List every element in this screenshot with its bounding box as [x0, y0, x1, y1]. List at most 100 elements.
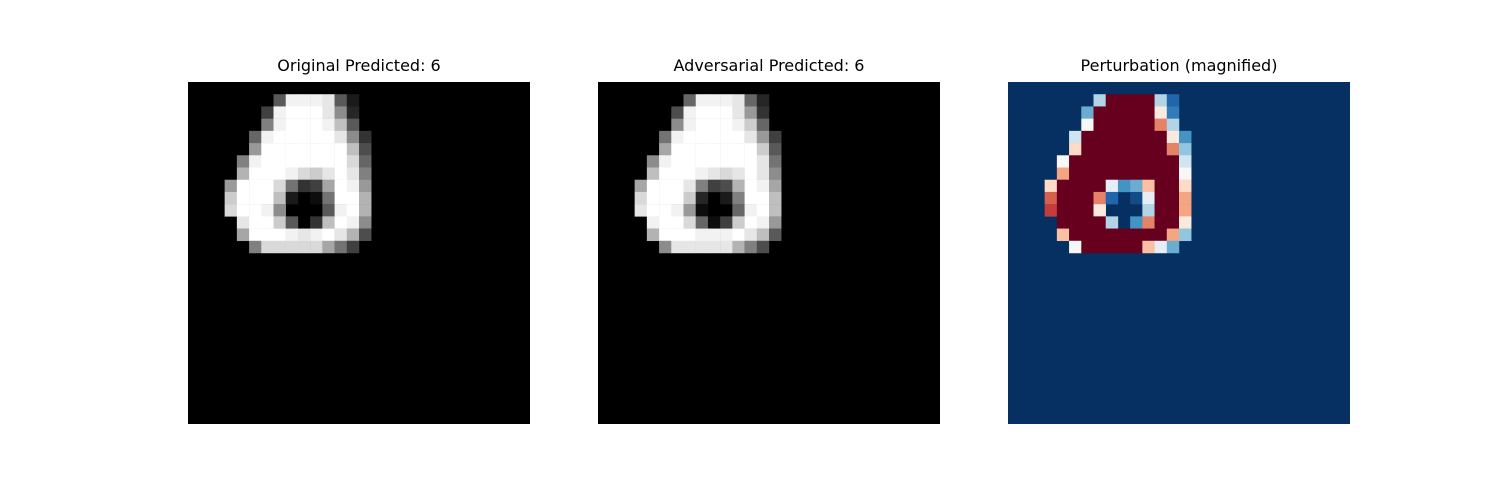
- pixel-cell: [346, 94, 360, 107]
- pixel-cell: [346, 240, 360, 254]
- pixel-cell: [346, 191, 360, 205]
- pixel-cell: [732, 191, 745, 205]
- pixel-cell: [346, 204, 360, 217]
- pixel-cell: [1154, 191, 1168, 205]
- pixel-cell: [297, 240, 311, 254]
- pixel-cell: [1166, 228, 1180, 242]
- pixel-cell: [1179, 155, 1192, 168]
- pixel-cell: [720, 106, 733, 119]
- pixel-cell: [334, 216, 348, 229]
- pixel-cell: [671, 179, 684, 193]
- pixel-cell: [1056, 228, 1070, 242]
- pixel-cell: [756, 204, 770, 217]
- pixel-cell: [285, 118, 299, 132]
- pixel-cell: [744, 155, 758, 168]
- pixel-cell: [1069, 179, 1082, 193]
- pixel-cell: [769, 204, 782, 217]
- pixel-cell: [732, 118, 745, 132]
- pixel-cell: [236, 179, 250, 193]
- pixel-cell: [634, 191, 648, 205]
- pixel-cell: [1166, 143, 1180, 156]
- pixel-cell: [756, 106, 770, 119]
- image-perturbation: [1008, 82, 1350, 424]
- pixel-cell: [707, 240, 721, 254]
- pixel-cell: [659, 143, 672, 156]
- pixel-cell: [756, 216, 770, 229]
- pixel-cell: [720, 240, 733, 254]
- pixel-cell: [1142, 191, 1155, 205]
- pixel-cell: [1105, 130, 1119, 144]
- pixel-cell: [769, 143, 782, 156]
- pixel-cell: [732, 216, 745, 229]
- pixel-cell: [756, 179, 770, 193]
- pixel-cell: [659, 204, 672, 217]
- pixel-cell: [297, 167, 311, 180]
- pixel-cell: [334, 204, 348, 217]
- pixel-cell: [1056, 167, 1070, 180]
- pixel-cell: [1154, 204, 1168, 217]
- pixel-cell: [646, 216, 660, 229]
- pixel-cell: [359, 191, 372, 205]
- pixel-cell: [1154, 130, 1168, 144]
- pixel-cell: [744, 179, 758, 193]
- pixel-cell: [261, 143, 274, 156]
- pixel-cell: [1093, 143, 1106, 156]
- pixel-cell: [707, 155, 721, 168]
- pixel-cell: [720, 118, 733, 132]
- pixel-cell: [720, 94, 733, 107]
- pixel-cell: [695, 167, 709, 180]
- pixel-cell: [346, 130, 360, 144]
- pixel-cell: [359, 155, 372, 168]
- pixel-cell: [683, 94, 696, 107]
- pixel-cell: [334, 167, 348, 180]
- pixel-cell: [1117, 155, 1131, 168]
- pixel-cell: [1166, 155, 1180, 168]
- pixel-cell: [1142, 130, 1155, 144]
- pixel-cell: [769, 191, 782, 205]
- pixel-cell: [310, 143, 323, 156]
- pixel-cell: [1069, 216, 1082, 229]
- pixel-cell: [1154, 240, 1168, 254]
- pixel-cell: [310, 191, 323, 205]
- pixel-cell: [322, 240, 335, 254]
- pixel-cell: [707, 106, 721, 119]
- pixel-cell: [720, 191, 733, 205]
- pixel-cell: [1142, 179, 1155, 193]
- image-original: [188, 82, 530, 424]
- pixel-cell: [359, 204, 372, 217]
- pixel-cell: [261, 191, 274, 205]
- pixel-cell: [695, 191, 709, 205]
- pixel-cell: [334, 228, 348, 242]
- pixel-cell: [659, 216, 672, 229]
- pixel-cell: [359, 179, 372, 193]
- pixel-cell: [732, 106, 745, 119]
- pixel-cell: [346, 167, 360, 180]
- pixel-cell: [322, 94, 335, 107]
- pixel-cell: [249, 167, 262, 180]
- pixel-cell: [1093, 179, 1106, 193]
- pixel-cell: [646, 155, 660, 168]
- pixel-cell: [249, 143, 262, 156]
- pixel-cell: [769, 179, 782, 193]
- pixel-cell: [334, 143, 348, 156]
- pixel-cell: [1179, 228, 1192, 242]
- pixel-cell: [695, 130, 709, 144]
- pixel-cell: [273, 106, 286, 119]
- pixel-cell: [659, 240, 672, 254]
- pixel-cell: [261, 155, 274, 168]
- pixel-cell: [756, 143, 770, 156]
- pixel-cell: [769, 216, 782, 229]
- pixel-cell: [322, 118, 335, 132]
- pixel-cell: [359, 143, 372, 156]
- pixel-cell: [285, 228, 299, 242]
- pixel-cell: [261, 130, 274, 144]
- pixel-cell: [683, 155, 696, 168]
- pixel-cell: [285, 94, 299, 107]
- pixel-cell: [297, 130, 311, 144]
- pixel-cell: [1117, 143, 1131, 156]
- pixel-cell: [1093, 204, 1106, 217]
- pixel-cell: [1166, 106, 1180, 119]
- pixel-cell: [695, 228, 709, 242]
- pixel-cell: [1117, 94, 1131, 107]
- pixel-cell: [249, 216, 262, 229]
